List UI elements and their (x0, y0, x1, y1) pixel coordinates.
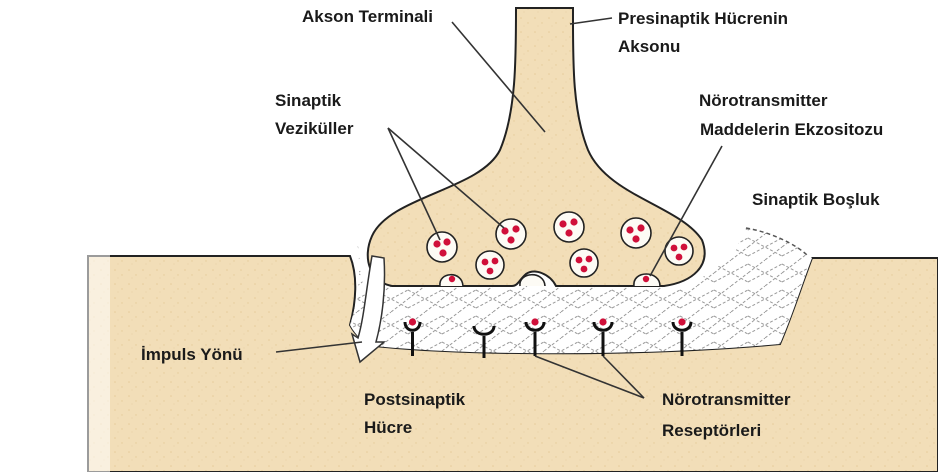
label-receptors-1: Nörotransmitter (662, 390, 791, 409)
synaptic-vesicle-icon (621, 218, 651, 248)
exocytosis-bulge-mid (520, 275, 545, 286)
left-fade (0, 250, 110, 472)
label-impulse-direction: İmpuls Yönü (141, 345, 243, 364)
label-synaptic-cleft: Sinaptik Boşluk (752, 190, 880, 209)
receptor-dot (531, 318, 538, 325)
label-postsynaptic-1: Postsinaptik (364, 390, 466, 409)
label-exocytosis-1: Nörotransmitter (699, 91, 828, 110)
synaptic-vesicle-icon (427, 232, 457, 262)
synaptic-vesicle-icon (554, 212, 584, 242)
exocytosis-dot (449, 276, 455, 282)
synaptic-vesicle-icon (476, 251, 504, 279)
label-axon-terminal: Akson Terminali (302, 7, 433, 26)
receptor-dot (409, 318, 416, 325)
receptor-dot (599, 318, 606, 325)
label-synaptic-vesicles-1: Sinaptik (275, 91, 342, 110)
receptor-dot (678, 318, 685, 325)
exocytosis-dot (643, 276, 649, 282)
label-presynaptic-axon-2: Aksonu (618, 37, 680, 56)
label-presynaptic-axon-1: Presinaptik Hücrenin (618, 9, 788, 28)
synaptic-vesicle-icon (496, 219, 526, 249)
label-postsynaptic-2: Hücre (364, 418, 412, 437)
label-receptors-2: Reseptörleri (662, 421, 761, 440)
synaptic-vesicle-icon (570, 249, 598, 277)
label-synaptic-vesicles-2: Veziküller (275, 119, 354, 138)
label-exocytosis-2: Maddelerin Ekzositozu (700, 120, 883, 139)
